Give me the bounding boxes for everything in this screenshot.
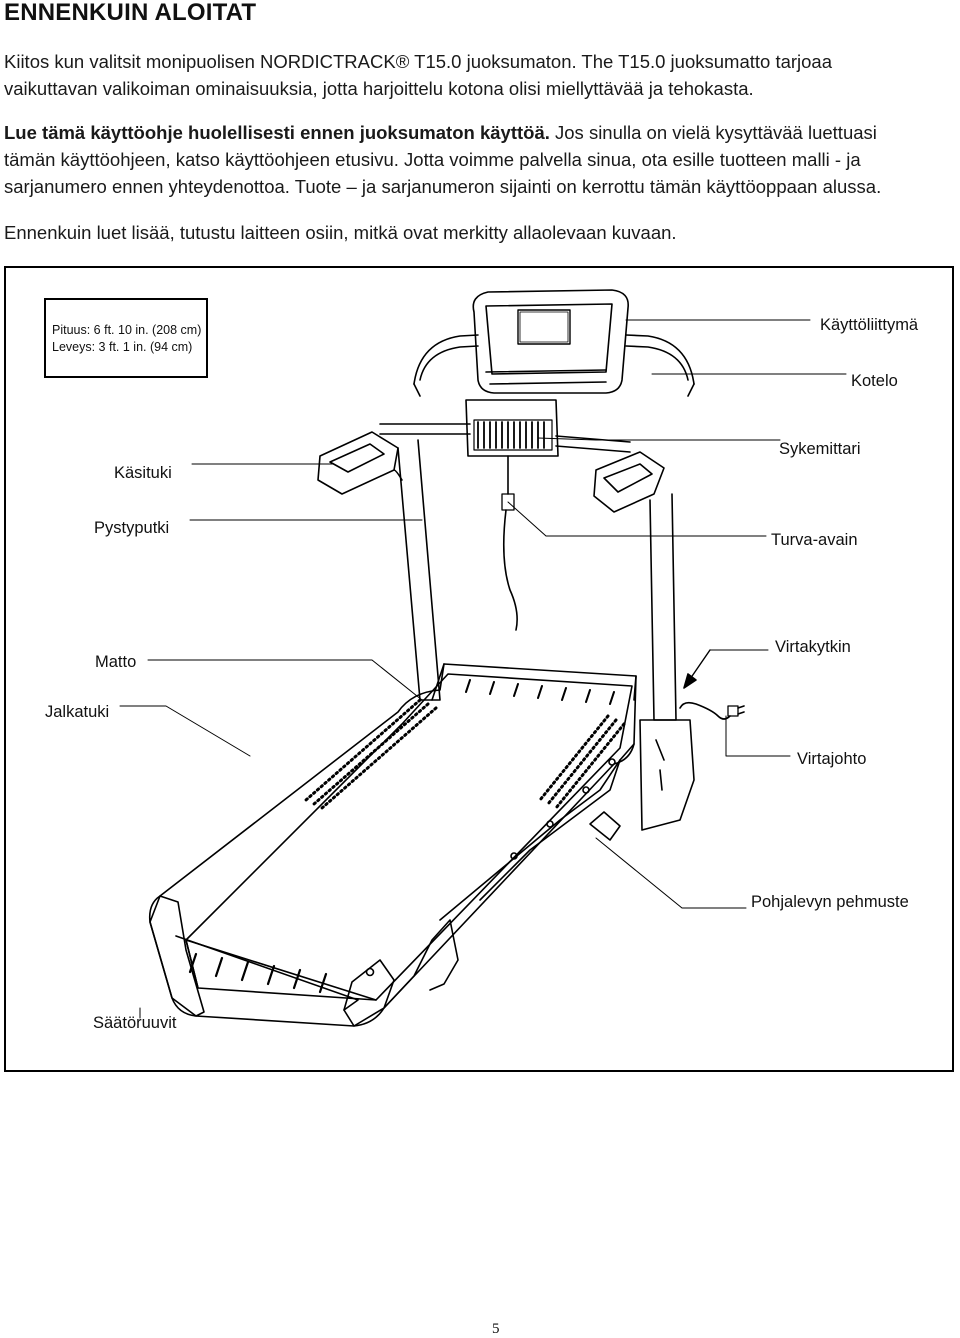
- callout-kasituki: Käsituki: [114, 464, 172, 482]
- safety-key-drawing: [501, 455, 518, 631]
- parts-intro-paragraph: Ennenkuin luet lisää, tutustu laitteen o…: [4, 219, 954, 246]
- callout-kayttoliittyma: Käyttöliittymä: [820, 316, 919, 334]
- intro-line-2: vaikuttavan valikoiman ominaisuuksia, jo…: [4, 78, 754, 99]
- callout-virtajohto: Virtajohto: [797, 750, 867, 768]
- callout-turva-avain: Turva-avain: [771, 531, 858, 549]
- instructions-line-1: Jos sinulla on vielä kysyttävää luettuas…: [549, 122, 877, 143]
- intro-line-1: Kiitos kun valitsit monipuolisen NORDICT…: [4, 51, 833, 72]
- instructions-line-2: tämän käyttöohjeen, katso käyttöohjeen e…: [4, 149, 861, 170]
- intro-paragraph: Kiitos kun valitsit monipuolisen NORDICT…: [4, 48, 954, 102]
- parts-intro-line: Ennenkuin luet lisää, tutustu laitteen o…: [4, 222, 677, 243]
- instructions-bold: Lue tämä käyttöohje huolellisesti ennen …: [4, 122, 550, 143]
- callout-kotelo: Kotelo: [851, 372, 898, 390]
- console-drawing: [472, 289, 629, 394]
- instructions-line-3: sarjanumero ennen yhteydenottoa. Tuote –…: [4, 176, 882, 197]
- callout-saatoruuvit: Säätöruuvit: [93, 1014, 177, 1032]
- page-heading: ENNENKUIN ALOITAT: [4, 0, 257, 26]
- callout-matto: Matto: [95, 653, 137, 671]
- dimension-length: Pituus: 6 ft. 10 in. (208 cm): [52, 323, 202, 337]
- power-switch-arrowhead: [683, 673, 697, 689]
- deck-drawing: [148, 663, 637, 1027]
- dimension-width: Leveys: 3 ft. 1 in. (94 cm): [52, 340, 193, 354]
- leader-lines: [119, 319, 847, 1019]
- callout-pystyputki: Pystyputki: [94, 519, 170, 537]
- figure-frame: [4, 266, 954, 1072]
- handrails-drawing: [317, 431, 665, 513]
- power-cord-drawing: [679, 701, 745, 720]
- uprights-drawing: [393, 439, 695, 831]
- page-number: 5: [492, 1321, 500, 1337]
- instructions-paragraph: Lue tämä käyttöohje huolellisesti ennen …: [4, 119, 954, 200]
- callout-virtakytkin: Virtakytkin: [775, 638, 851, 656]
- crossbar-drawing: [379, 399, 631, 457]
- callout-sykemittari: Sykemittari: [779, 440, 861, 458]
- callout-jalkatuki: Jalkatuki: [45, 703, 110, 721]
- rear-end-drawing: [149, 895, 459, 1027]
- dimensions-box: Pituus: 6 ft. 10 in. (208 cm) Leveys: 3 …: [44, 298, 208, 378]
- side-rail-drawing: [439, 743, 635, 921]
- callout-pohjalevyn-pehmuste: Pohjalevyn pehmuste: [751, 893, 909, 911]
